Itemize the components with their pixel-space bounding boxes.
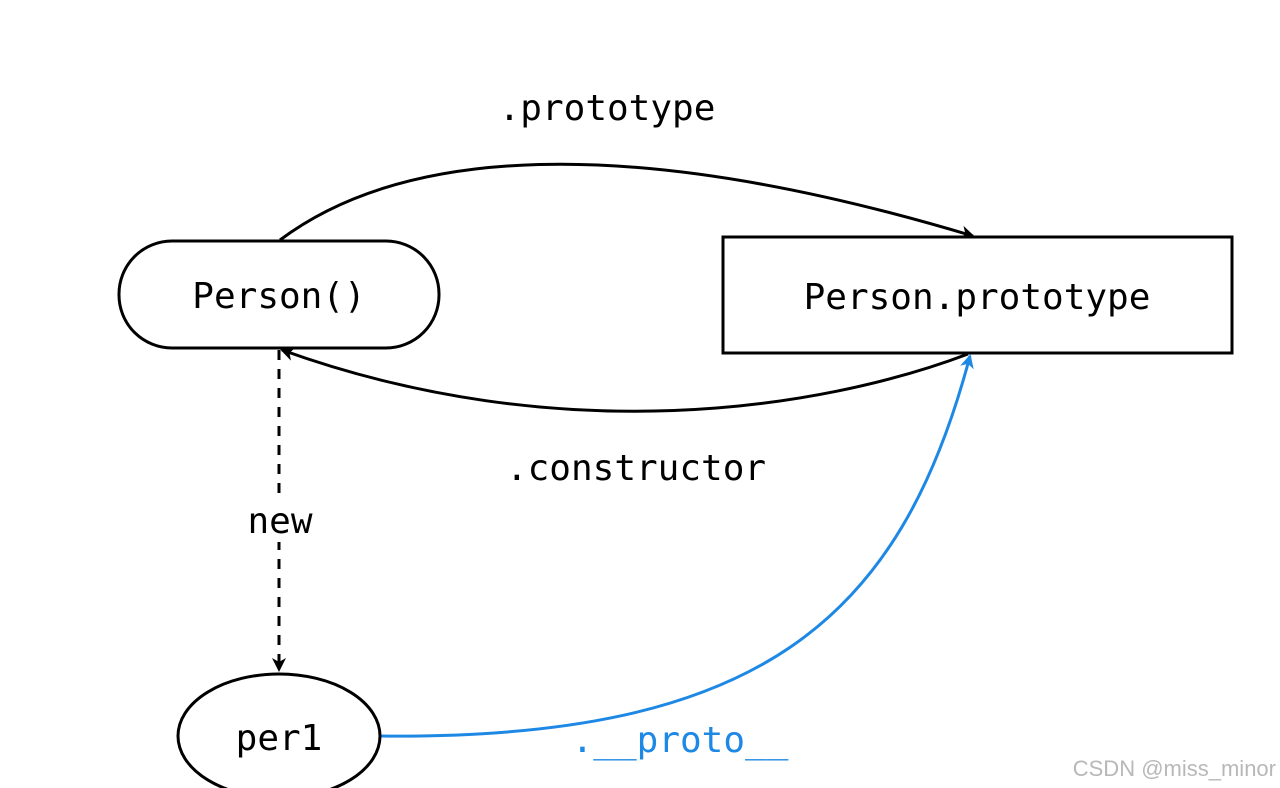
per1-label: per1 xyxy=(236,718,323,759)
proto-edge xyxy=(379,354,974,738)
per1-node xyxy=(176,672,382,788)
constructor-edge-label: .constructor xyxy=(506,448,766,489)
person-prototype-node xyxy=(721,235,1234,355)
new-label-bg xyxy=(235,498,325,542)
constructor-edge xyxy=(280,347,969,413)
person-fn-label: Person() xyxy=(192,276,365,317)
new-edge-label: new xyxy=(247,501,312,542)
proto-edge-label: .__proto__ xyxy=(572,720,789,761)
csdn-watermark: CSDN @miss_minor xyxy=(1073,756,1276,781)
person-prototype-label: Person.prototype xyxy=(804,277,1151,318)
person-fn-node xyxy=(117,239,441,350)
prototype-edge xyxy=(279,162,975,242)
prototype-edge-label: .prototype xyxy=(499,88,716,129)
